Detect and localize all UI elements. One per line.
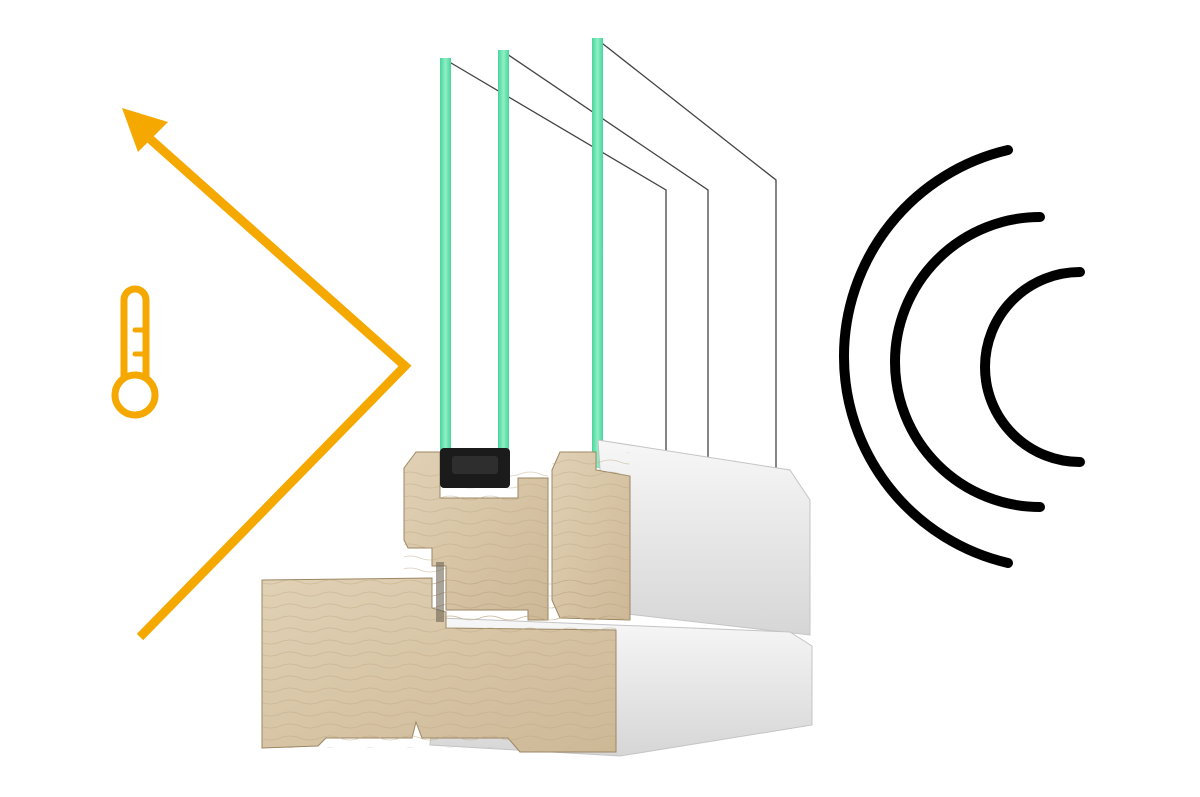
glass-pane-1 bbox=[440, 58, 667, 460]
sound-wave-large bbox=[839, 145, 1013, 568]
sound-waves-icon bbox=[839, 145, 1085, 568]
glass-pane-3 bbox=[592, 38, 777, 470]
thermometer-icon bbox=[111, 285, 159, 419]
sound-wave-medium bbox=[890, 212, 1045, 512]
glazing bbox=[440, 38, 777, 470]
frame-wood-section bbox=[261, 562, 617, 753]
glass-pane-2 bbox=[498, 50, 709, 464]
sound-wave-small bbox=[980, 267, 1085, 467]
reflected-arrow-icon bbox=[122, 108, 412, 641]
